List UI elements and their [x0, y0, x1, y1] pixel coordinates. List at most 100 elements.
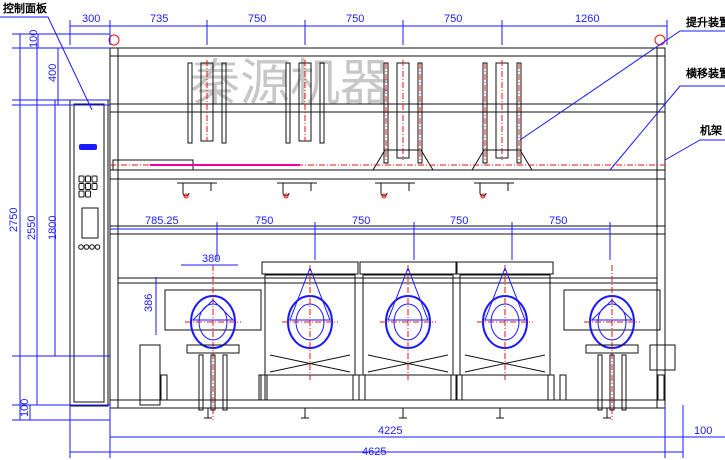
leveling-foot [496, 408, 504, 419]
leader-traverse-device [609, 85, 725, 171]
panel-button [91, 175, 98, 183]
hook-pin [381, 193, 387, 199]
control-panel [69, 99, 109, 407]
post [260, 374, 268, 401]
cross-brace [464, 354, 546, 373]
machine-frame [108, 34, 666, 409]
cross-brace [269, 354, 351, 373]
dim-overall-width: 4625 [362, 446, 386, 458]
panel-knob [83, 244, 90, 250]
station-4 [455, 261, 555, 419]
hook-pin [283, 193, 289, 199]
process-stations [139, 261, 676, 420]
panel-button [85, 175, 91, 183]
post [258, 374, 266, 401]
leader-lifting-device [519, 30, 725, 141]
hanger-hook [277, 182, 317, 197]
dim-frame-height: 2550 [26, 216, 38, 240]
panel-button [85, 183, 91, 190]
guide-rod [221, 62, 227, 144]
panel-logo [79, 144, 97, 150]
dim-top-3: 750 [346, 13, 364, 25]
dim-overall-height: 2750 [8, 208, 20, 232]
support-leg [597, 354, 603, 411]
lift-column [495, 62, 509, 159]
dim-top-2: 750 [248, 13, 266, 25]
post [352, 374, 360, 401]
support-plate [186, 344, 240, 354]
dim-panel-height: 1800 [47, 216, 59, 240]
label-frame: 机架 [700, 123, 722, 137]
panel-button [78, 183, 85, 190]
hanger-hook [375, 182, 415, 197]
dim-upper-beam: 400 [47, 64, 59, 82]
dim-mid-4: 750 [549, 215, 567, 227]
leveling-foot [603, 408, 611, 419]
hook-pin [183, 193, 189, 199]
dimension-lines [12, 20, 725, 458]
lifting-devices [177, 60, 533, 199]
panel-knob [94, 244, 101, 250]
lift-sling [191, 299, 235, 321]
panel-buttons [78, 175, 101, 250]
dim-top-1: 735 [150, 13, 168, 25]
support-leg [210, 354, 216, 411]
panel-button [91, 183, 98, 190]
label-lifting-device: 提升装置 [686, 15, 725, 29]
dim-mid-0: 785.25 [145, 215, 179, 227]
guide-rod [319, 62, 325, 144]
support-plate [585, 344, 639, 354]
support-leg [198, 354, 204, 411]
post [657, 374, 665, 401]
panel-knob [89, 244, 95, 250]
station-3 [358, 261, 458, 419]
lift-sling [387, 267, 429, 321]
leveling-foot [204, 408, 212, 419]
guide-rod [285, 62, 291, 144]
post [358, 374, 366, 401]
support-leg [621, 354, 627, 411]
dim-top-offset: 100 [28, 30, 40, 48]
panel-screen [81, 207, 99, 239]
hanger-hook [474, 182, 514, 197]
station-2 [260, 261, 360, 419]
leader-frame [664, 139, 725, 161]
dim-foot: 100 [19, 399, 31, 417]
station-1 [160, 265, 266, 420]
post [160, 374, 168, 401]
support-leg [222, 354, 228, 411]
lift-sling [484, 267, 526, 321]
dim-station-height: 386 [143, 294, 155, 312]
leader-control-panel [0, 16, 93, 111]
panel-knob [78, 244, 84, 250]
guide-rod [187, 62, 193, 144]
dim-right-offset: 100 [694, 425, 712, 437]
station-5 [559, 265, 665, 420]
lift-sling [590, 299, 634, 321]
dim-mid-3: 750 [450, 215, 468, 227]
dim-top-5: 1260 [575, 13, 599, 25]
dim-top-4: 750 [444, 13, 462, 25]
cross-brace [367, 354, 449, 373]
dim-mid-1: 750 [255, 215, 273, 227]
dim-frame-width: 4225 [378, 425, 402, 437]
dim-mid-2: 750 [352, 215, 370, 227]
hanger-hook [177, 182, 217, 197]
label-traverse-device: 横移装置 [686, 66, 725, 80]
post [547, 374, 555, 401]
leveling-foot [301, 408, 309, 419]
lift-carriage [372, 149, 434, 171]
post [450, 374, 458, 401]
side-control-box [649, 344, 676, 371]
post [559, 374, 567, 401]
post [455, 374, 463, 401]
traverse-device [110, 159, 665, 171]
dim-top-0: 300 [82, 13, 100, 25]
label-control-panel: 控制面板 [3, 1, 48, 15]
hook-pin [480, 193, 486, 199]
dim-station-width: 380 [202, 253, 220, 265]
panel-button [78, 190, 85, 198]
panel-button [78, 175, 85, 183]
lift-carriage [471, 149, 533, 171]
